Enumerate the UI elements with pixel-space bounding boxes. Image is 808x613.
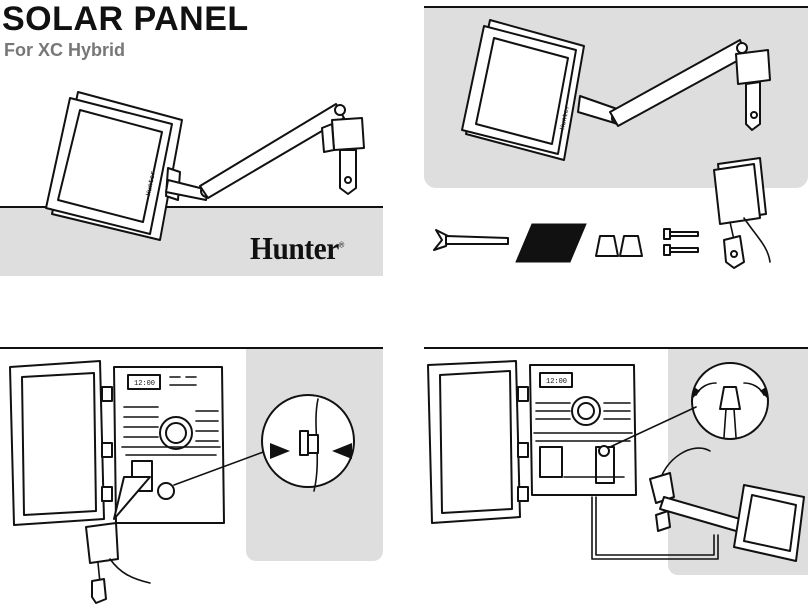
solar-panel-kit-illustration: Hunter — [424, 0, 808, 280]
controller-display-2: 12:00 — [546, 378, 567, 386]
magnifier-icon — [262, 395, 354, 491]
screw-icon — [664, 229, 698, 255]
wire-nut-icon — [596, 236, 642, 256]
battery-pack-icon-2 — [86, 523, 150, 603]
solar-panel-icon-2: Hunter — [462, 20, 584, 160]
solar-panel-icon: Hunter — [46, 92, 182, 240]
battery-pack-icon — [714, 158, 770, 268]
controller-display: 12:00 — [134, 380, 155, 388]
solar-panel-with-arm-illustration: Hunter — [0, 0, 383, 250]
controller-icon: 12:00 — [10, 361, 224, 525]
solar-panel-icon-3 — [734, 485, 804, 561]
mounting-arm-icon-2 — [578, 40, 770, 130]
controller-icon-2: 12:00 — [428, 361, 636, 523]
magnifier-icon-2 — [692, 363, 768, 439]
controller-open-illustration: 12:00 — [0, 347, 383, 613]
mounting-plate-icon — [516, 224, 586, 262]
wing-bolt-icon — [434, 230, 508, 250]
mounting-arm-icon — [166, 104, 364, 200]
controller-connected-illustration: 12:00 — [424, 347, 808, 613]
